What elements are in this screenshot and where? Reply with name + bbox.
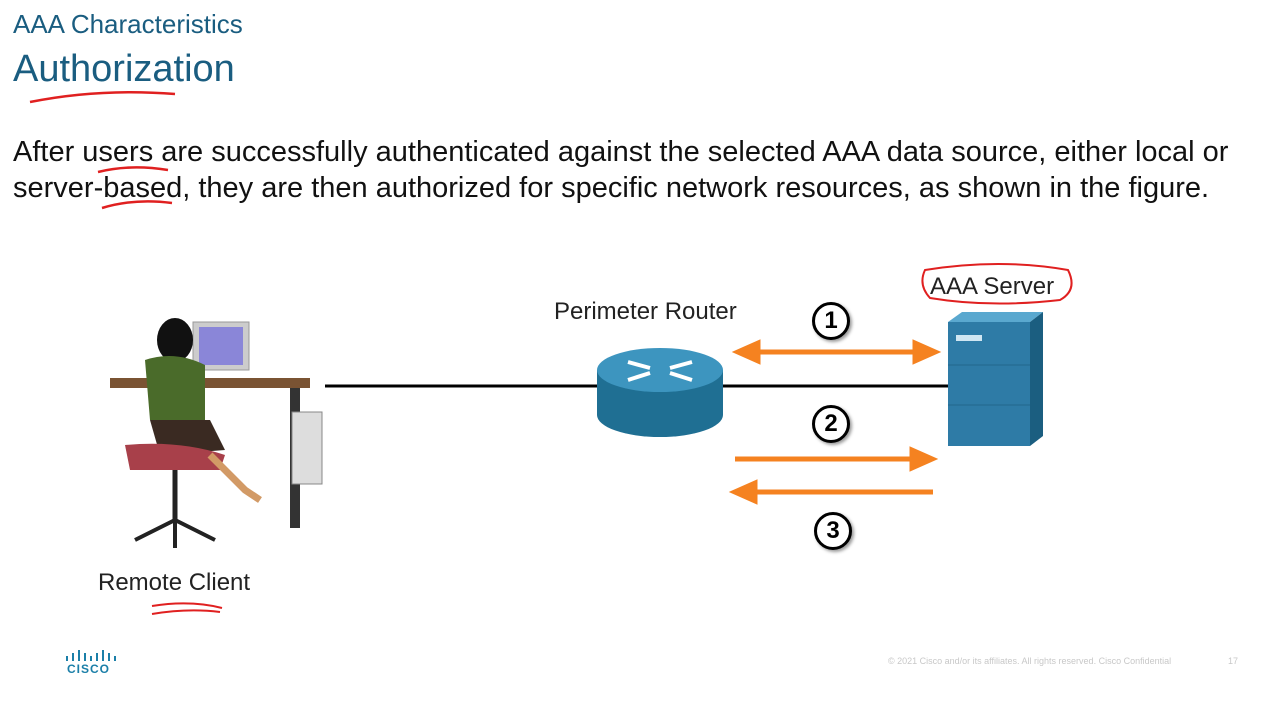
cisco-logo: CISCO bbox=[67, 662, 111, 676]
copyright-footer: © 2021 Cisco and/or its affiliates. All … bbox=[888, 656, 1172, 666]
remote-client-icon bbox=[110, 318, 323, 548]
annotation-underline-client bbox=[151, 602, 223, 615]
slide-title: Authorization bbox=[13, 48, 235, 90]
remote-client-label: Remote Client bbox=[98, 569, 251, 596]
annotation-underline-title bbox=[29, 90, 176, 104]
step-3-badge: 3 bbox=[814, 512, 852, 550]
router-icon bbox=[597, 348, 723, 437]
cisco-logo-bars bbox=[66, 650, 116, 661]
server-label: AAA Server bbox=[930, 273, 1055, 300]
step-2-badge: 2 bbox=[812, 405, 850, 443]
page-number: 17 bbox=[1228, 656, 1239, 666]
step-1-badge: 1 bbox=[812, 302, 850, 340]
annotation-underline-users bbox=[97, 166, 169, 174]
arrow-to-server-step2 bbox=[735, 446, 939, 472]
router-label: Perimeter Router bbox=[554, 298, 737, 325]
slide-supertitle: AAA Characteristics bbox=[13, 9, 243, 39]
arrow-to-router-step3 bbox=[728, 479, 933, 505]
arrow-bidirectional-step1 bbox=[731, 339, 942, 365]
annotation-underline-server bbox=[101, 200, 173, 210]
annotation-circle-server bbox=[921, 263, 1073, 305]
slide-body-text: After users are successfully authenticat… bbox=[13, 136, 1229, 204]
server-icon bbox=[948, 312, 1043, 446]
